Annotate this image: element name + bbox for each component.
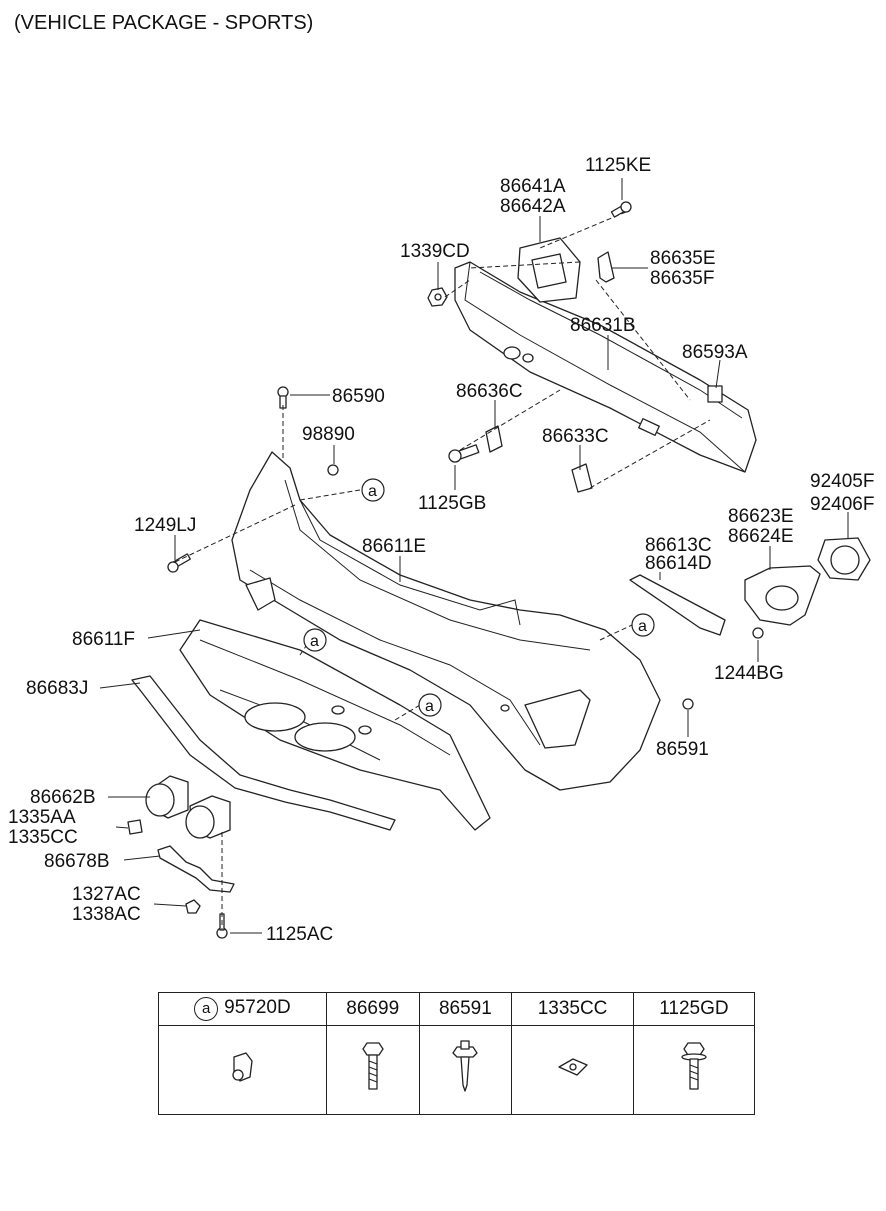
label-86635E: 86635E: [650, 248, 716, 269]
legend-header-5: 1125GD: [632, 992, 756, 1026]
holder-86678B[interactable]: [157, 845, 235, 893]
legend-image-row: [158, 1025, 756, 1115]
svg-text:a: a: [638, 618, 647, 635]
callout-a-3: a: [418, 693, 442, 717]
bolt-1125KE[interactable]: [610, 201, 632, 218]
screw-1249LJ[interactable]: [167, 553, 191, 573]
bracket-86635E[interactable]: [597, 251, 615, 283]
nut-1327AC[interactable]: [185, 899, 201, 914]
label-86593A: 86593A: [682, 342, 748, 363]
label-1125KE: 1125KE: [585, 155, 651, 176]
label-86623E: 86623E: [728, 506, 794, 527]
label-86683J: 86683J: [26, 678, 88, 699]
label-86613C: 86613C: [645, 535, 712, 556]
bolt-86590[interactable]: [277, 386, 289, 409]
legend-screw-icon: [418, 1025, 513, 1115]
label-1244BG: 1244BG: [714, 663, 784, 684]
bolt-1125AC[interactable]: [216, 913, 228, 939]
label-86633C: 86633C: [542, 426, 609, 447]
bracket-86613C[interactable]: [629, 574, 726, 636]
bracket-86641A[interactable]: [517, 237, 581, 303]
label-92405F: 92405F: [810, 471, 874, 492]
label-98890: 98890: [302, 424, 355, 445]
screw-1244BG[interactable]: [752, 627, 764, 639]
legend-bolt-icon: [325, 1025, 420, 1115]
svg-text:a: a: [310, 633, 319, 650]
label-86624E: 86624E: [728, 526, 794, 547]
label-86590: 86590: [332, 386, 385, 407]
label-86635F: 86635F: [650, 268, 714, 289]
label-86631B: 86631B: [570, 315, 636, 336]
label-1338AC: 1338AC: [72, 904, 141, 925]
label-1327AC: 1327AC: [72, 884, 141, 905]
fog-lamp-92405F[interactable]: [817, 537, 871, 581]
legend-callout-a: a: [194, 997, 219, 1021]
label-92406F: 92406F: [810, 494, 874, 515]
bumper-cover[interactable]: [231, 451, 661, 791]
legend-header-4: 1335CC: [511, 992, 634, 1026]
legend-header-3: 86591: [418, 992, 513, 1026]
diagram-header: (VEHICLE PACKAGE - SPORTS): [14, 12, 314, 34]
lower-bumper-86611F[interactable]: [179, 619, 491, 831]
label-1335AA: 1335AA: [8, 807, 76, 828]
legend-header-2: 86699: [325, 992, 420, 1026]
callout-a-4: a: [631, 613, 655, 637]
label-86678B: 86678B: [44, 851, 110, 872]
legend-part-1: 95720D: [224, 997, 291, 1018]
label-86642A: 86642A: [500, 196, 566, 217]
label-1335CC: 1335CC: [8, 827, 78, 848]
strip-86683J[interactable]: [131, 675, 396, 831]
fog-garnish-86623E[interactable]: [744, 565, 821, 626]
svg-text:a: a: [368, 483, 377, 500]
label-86641A: 86641A: [500, 176, 566, 197]
bracket-86633C[interactable]: [571, 463, 593, 493]
clip-1335AA[interactable]: [127, 819, 143, 835]
bolt-1125GB[interactable]: [448, 444, 480, 463]
legend-nut-clip-icon: [511, 1025, 634, 1115]
callout-a-2: a: [303, 628, 327, 652]
label-1125GB: 1125GB: [418, 493, 486, 514]
screw-86591[interactable]: [682, 698, 694, 710]
clip-98890[interactable]: [327, 464, 339, 476]
label-1125AC: 1125AC: [266, 924, 333, 945]
label-1339CD: 1339CD: [400, 241, 470, 262]
label-86591: 86591: [656, 739, 709, 760]
label-86636C: 86636C: [456, 381, 523, 402]
label-86614D: 86614D: [645, 553, 712, 574]
label-1249LJ: 1249LJ: [134, 515, 196, 536]
label-86611E: 86611E: [362, 536, 426, 557]
clip-86593A[interactable]: [707, 385, 723, 403]
label-86662B: 86662B: [30, 787, 96, 808]
sensor-86662B[interactable]: [145, 775, 231, 839]
callout-a-1: a: [361, 478, 385, 502]
nut-1339CD[interactable]: [427, 287, 448, 307]
label-86611F: 86611F: [72, 629, 135, 650]
svg-text:a: a: [425, 698, 434, 715]
legend-clip-icon: [158, 1025, 327, 1115]
bracket-86636C[interactable]: [485, 425, 503, 453]
legend-flange-bolt-icon: [632, 1025, 756, 1115]
